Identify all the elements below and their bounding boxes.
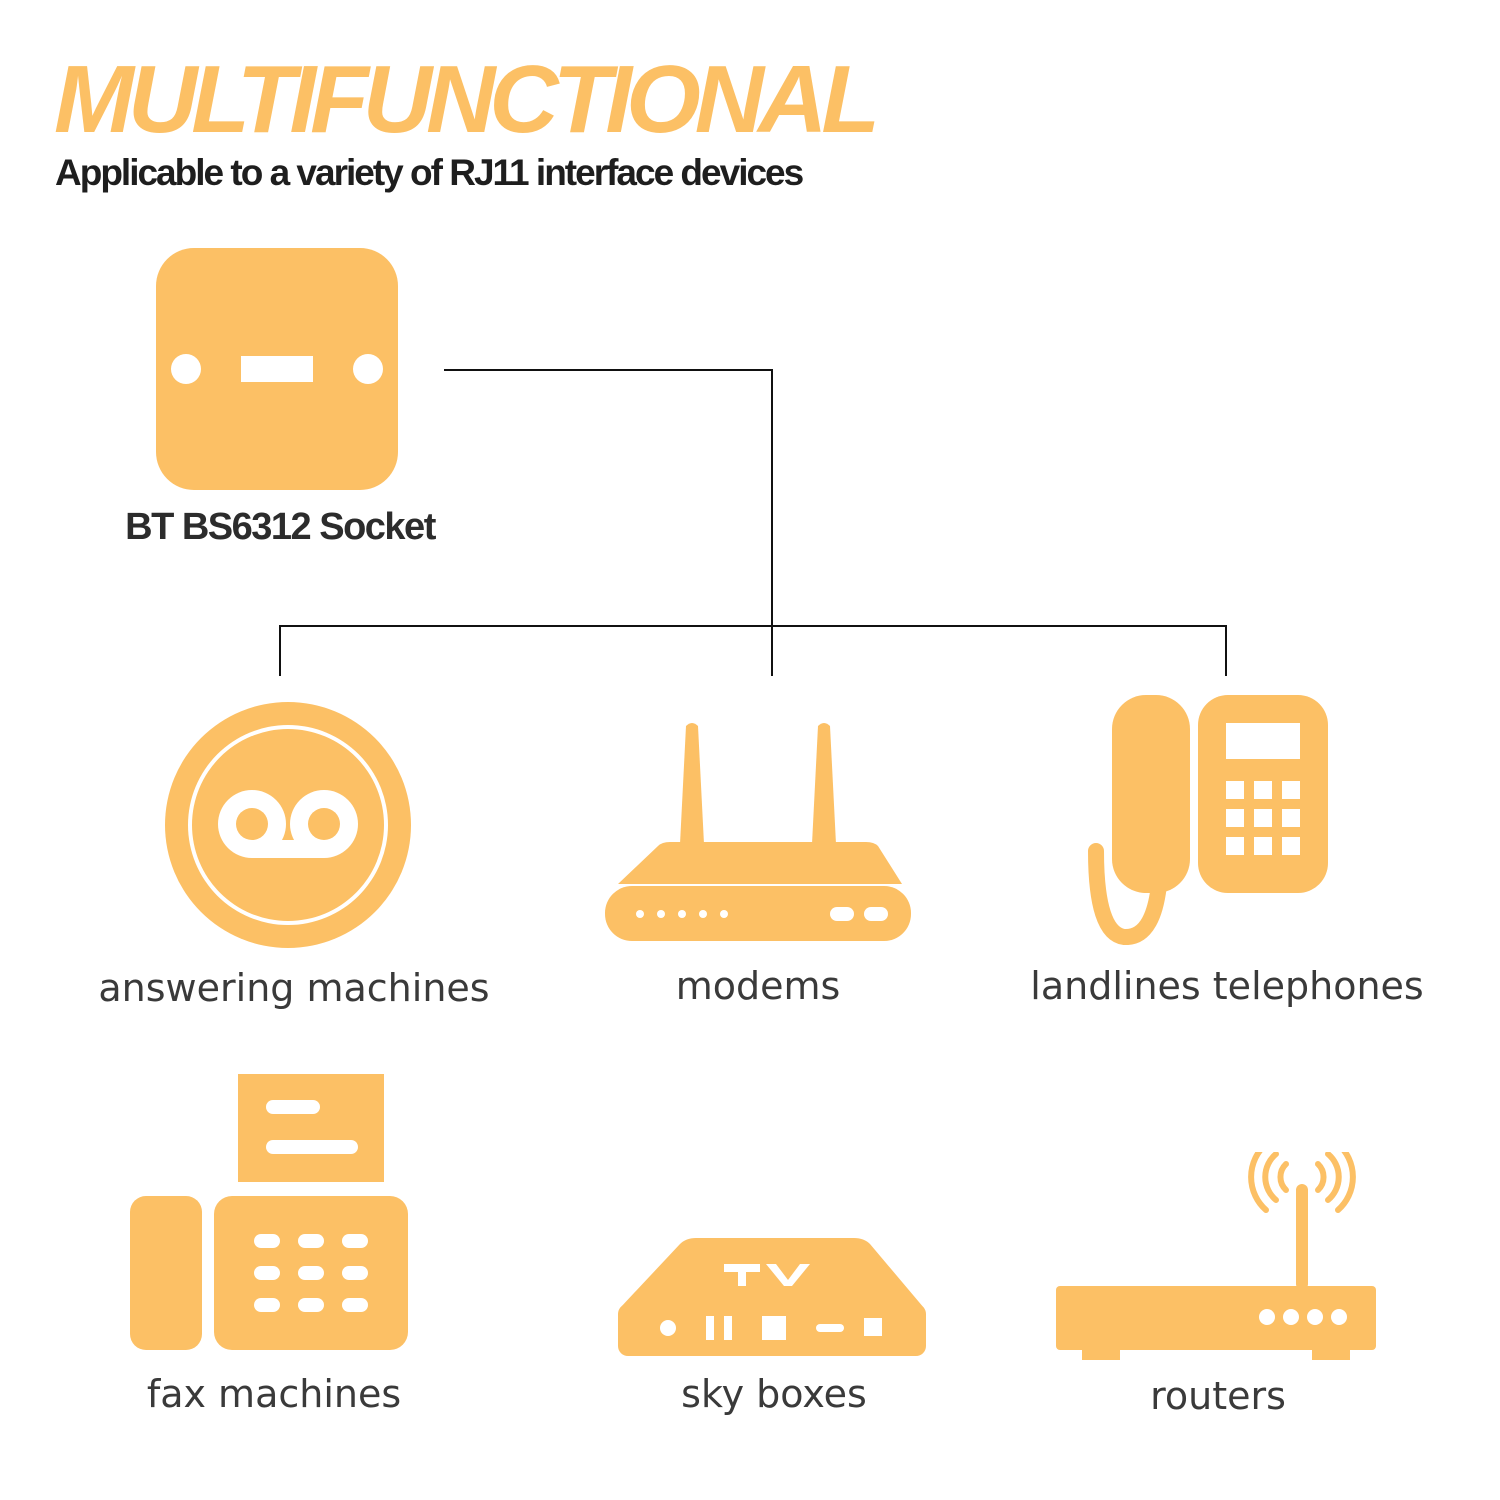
device-label-modems: modems xyxy=(675,964,841,1008)
wifi-router-icon xyxy=(1056,1152,1376,1360)
device-label-fax-machines: fax machines xyxy=(146,1372,402,1416)
device-branch-line xyxy=(279,625,1227,676)
device-label-sky-boxes: sky boxes xyxy=(681,1372,867,1416)
socket-connector-line xyxy=(444,369,773,676)
wall-socket-icon xyxy=(156,248,398,490)
tv-box-icon xyxy=(618,1238,926,1356)
desk-telephone-icon xyxy=(1088,695,1328,945)
device-label-routers: routers xyxy=(1150,1374,1286,1418)
voicemail-icon xyxy=(165,702,411,948)
device-label-landline-telephones: landlines telephones xyxy=(1030,964,1424,1008)
page-title: MULTIFUNCTIONAL xyxy=(54,46,880,153)
device-label-answering-machines: answering machines xyxy=(98,966,490,1010)
fax-machine-icon xyxy=(130,1074,408,1350)
socket-label: BT BS6312 Socket xyxy=(125,506,436,548)
page-subtitle: Applicable to a variety of RJ11 interfac… xyxy=(55,152,804,193)
modem-icon xyxy=(605,723,911,941)
